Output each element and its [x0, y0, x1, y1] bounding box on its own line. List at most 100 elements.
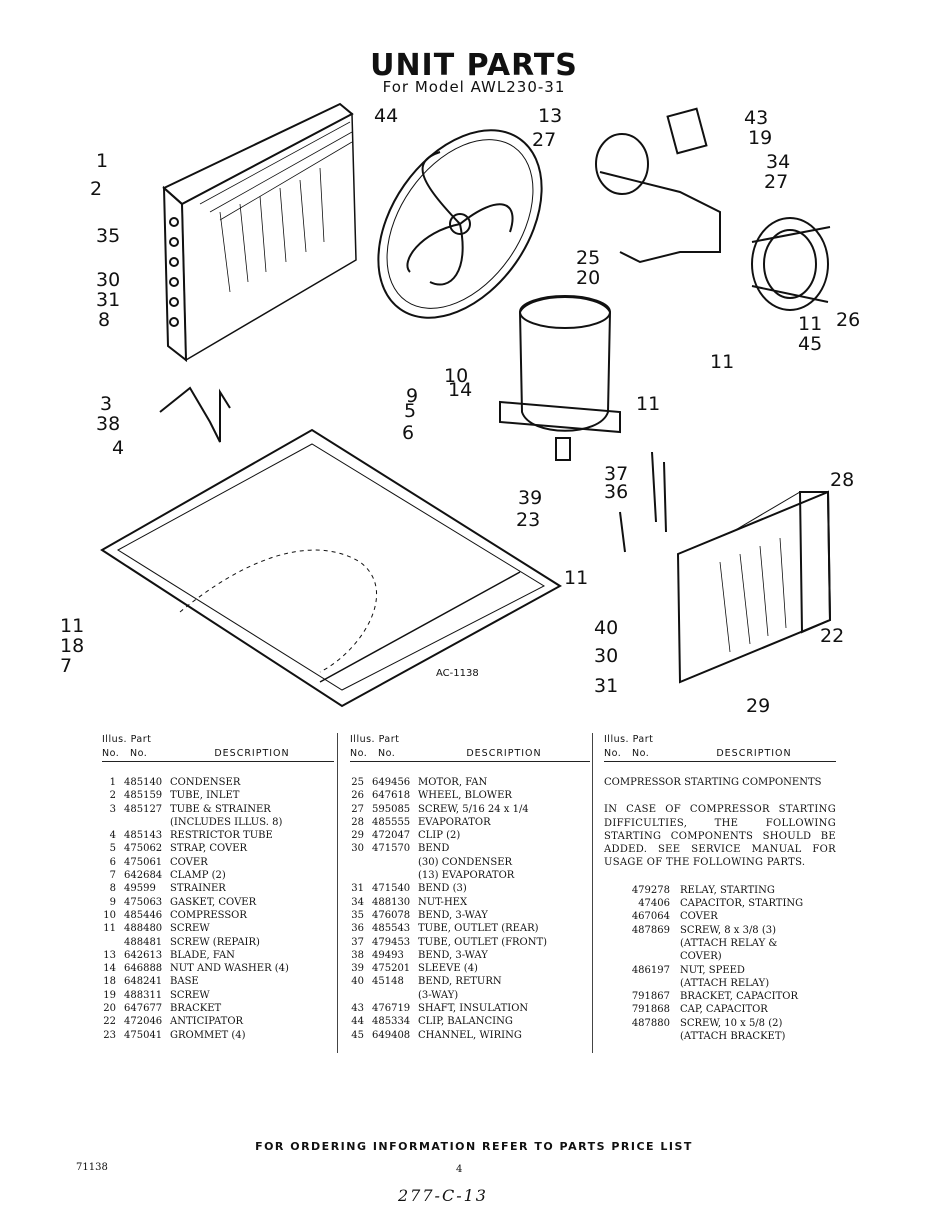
parts-no: 27: [351, 803, 364, 815]
starting-component-row: 791868 CAP, CAPACITOR: [604, 1003, 836, 1016]
parts-desc: TUBE & STRAINER: [170, 803, 271, 815]
parts-desc: BASE: [170, 976, 199, 988]
compressor-illustration: [499, 295, 621, 461]
parts-part: 475201: [372, 963, 411, 975]
callout-label: 40: [594, 617, 618, 639]
evaporator-illustration: [676, 490, 832, 684]
column-header-top: Illus. Part: [604, 734, 654, 745]
parts-no: 43: [351, 1003, 364, 1015]
callout-label: 10: [444, 365, 468, 387]
parts-desc: CLIP (2): [418, 830, 461, 842]
parts-desc: BRACKET: [170, 1003, 222, 1015]
callout-label: 28: [830, 469, 854, 491]
component-desc: CAP, CAPACITOR: [680, 1004, 768, 1016]
column-header: No. No. DESCRIPTION: [350, 747, 590, 762]
parts-no: 10: [103, 909, 116, 921]
parts-desc: RESTRICTOR TUBE: [170, 830, 273, 842]
ordering-note: FOR ORDERING INFORMATION REFER TO PARTS …: [255, 1140, 693, 1153]
parts-part: 476078: [372, 909, 411, 921]
parts-desc: TUBE, OUTLET (FRONT): [418, 936, 548, 948]
component-part: 791867: [631, 991, 670, 1003]
blower-wheel-illustration: [751, 217, 831, 311]
model-subtitle: For Model AWL230-31: [382, 78, 566, 96]
callout-label: 30: [96, 269, 120, 291]
component-part: [604, 937, 680, 950]
component-part: [604, 1030, 680, 1043]
parts-no: 18: [103, 976, 116, 988]
parts-desc: COVER: [170, 856, 208, 868]
parts-desc: BEND, 3-WAY: [418, 909, 488, 921]
callout-label: 18: [60, 635, 84, 657]
parts-part: 647618: [372, 790, 411, 802]
parts-no: 5: [109, 843, 116, 855]
parts-no: 26: [351, 790, 364, 802]
parts-part: 485143: [124, 830, 163, 842]
parts-part: 485555: [372, 816, 411, 828]
document-code: 71138: [76, 1162, 108, 1173]
parts-no: 6: [109, 856, 116, 868]
callout-label: 34: [766, 151, 790, 173]
parts-desc: CONDENSER: [170, 777, 241, 788]
starting-component-row: (ATTACH RELAY &: [604, 937, 836, 950]
callout-label: 11: [710, 351, 734, 373]
parts-no: 8: [109, 883, 116, 895]
parts-no: 44: [351, 1016, 364, 1028]
component-part: 791868: [631, 1004, 670, 1016]
parts-no: 29: [351, 830, 364, 842]
parts-part: 49599: [124, 883, 156, 895]
parts-no: 20: [103, 1003, 116, 1015]
parts-part: 475041: [124, 1029, 163, 1041]
parts-row: (3-WAY): [350, 989, 590, 1002]
callout-label: 31: [96, 289, 120, 311]
parts-no: 23: [103, 1029, 116, 1041]
callout-label: 36: [604, 481, 628, 503]
parts-part: 485334: [372, 1016, 411, 1028]
starting-component-row: 791867 BRACKET, CAPACITOR: [604, 990, 836, 1003]
parts-part: 488130: [372, 896, 411, 908]
component-desc: BRACKET, CAPACITOR: [680, 991, 798, 1003]
parts-desc: (30) CONDENSER: [418, 856, 513, 868]
component-desc: COVER): [680, 951, 722, 963]
base-pan-illustration: [100, 428, 562, 708]
page-number: 4: [456, 1164, 463, 1175]
parts-no: 30: [351, 843, 364, 855]
parts-desc: COMPRESSOR: [170, 909, 247, 921]
starting-component-row: (ATTACH BRACKET): [604, 1030, 836, 1043]
parts-part: 488311: [124, 989, 163, 1001]
parts-desc: (INCLUDES ILLUS. 8): [170, 816, 283, 828]
component-desc: (ATTACH RELAY &: [680, 937, 778, 949]
callout-label: 11: [798, 313, 822, 335]
parts-part: 642613: [124, 949, 163, 961]
parts-no: 2: [109, 790, 116, 802]
callout-label: 9: [406, 385, 418, 407]
parts-row: (30) CONDENSER: [350, 856, 590, 869]
parts-desc: WHEEL, BLOWER: [418, 790, 512, 802]
callout-label: 6: [402, 422, 414, 444]
parts-no: 35: [351, 909, 364, 921]
callout-label: 20: [576, 267, 600, 289]
parts-desc: SCREW (REPAIR): [170, 936, 260, 948]
restrictor-tube-illustration: [159, 386, 231, 443]
callout-label: 2: [90, 178, 102, 200]
parts-no: 13: [103, 949, 116, 961]
component-desc: COVER: [680, 911, 718, 923]
starting-components-note: IN CASE OF COMPRESSOR STARTING DIFFICULT…: [604, 804, 836, 869]
parts-row: 35 476078 BEND, 3-WAY: [350, 909, 590, 922]
